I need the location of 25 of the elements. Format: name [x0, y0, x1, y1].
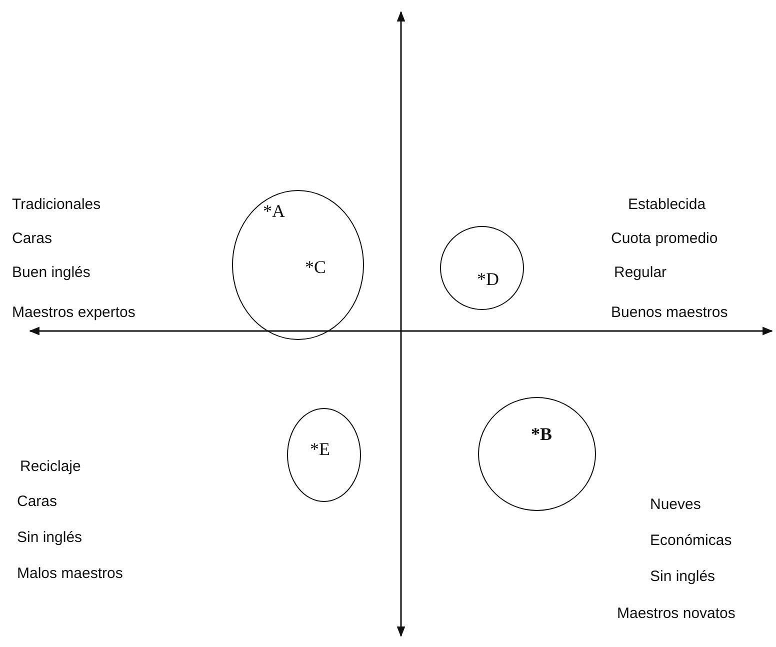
circle	[232, 190, 364, 340]
circle	[478, 397, 596, 511]
axis-attribute-label: Regular	[614, 264, 667, 281]
axis-attribute-label: Caras	[17, 493, 58, 510]
axis-attribute-label: Cuota promedio	[611, 230, 718, 247]
axis-attribute-label: Nueves	[650, 496, 701, 513]
axis-attribute-label: Buenos maestros	[611, 304, 728, 321]
point-label: *A	[263, 201, 285, 222]
circle	[287, 408, 361, 502]
axis-attribute-label: Establecida	[628, 196, 706, 213]
point-label: *E	[310, 439, 330, 460]
axis-attribute-label: Tradicionales	[12, 196, 101, 213]
axis-attribute-label: Caras	[12, 230, 52, 247]
axis-attribute-label: Malos maestros	[17, 565, 123, 582]
axis-attribute-label: Buen inglés	[12, 264, 90, 281]
axis-attribute-label: Sin inglés	[650, 568, 716, 585]
point-label: *D	[477, 269, 499, 290]
circle	[440, 226, 524, 310]
point-label: *C	[305, 257, 326, 278]
axis-attribute-label: Sin inglés	[17, 529, 82, 546]
axis-attribute-label: Maestros novatos	[617, 605, 736, 622]
axis-attribute-label: Económicas	[650, 532, 732, 549]
axis-attribute-label: Maestros expertos	[12, 304, 136, 321]
point-label: *B	[531, 424, 552, 445]
axis-attribute-label: Reciclaje	[20, 458, 81, 475]
